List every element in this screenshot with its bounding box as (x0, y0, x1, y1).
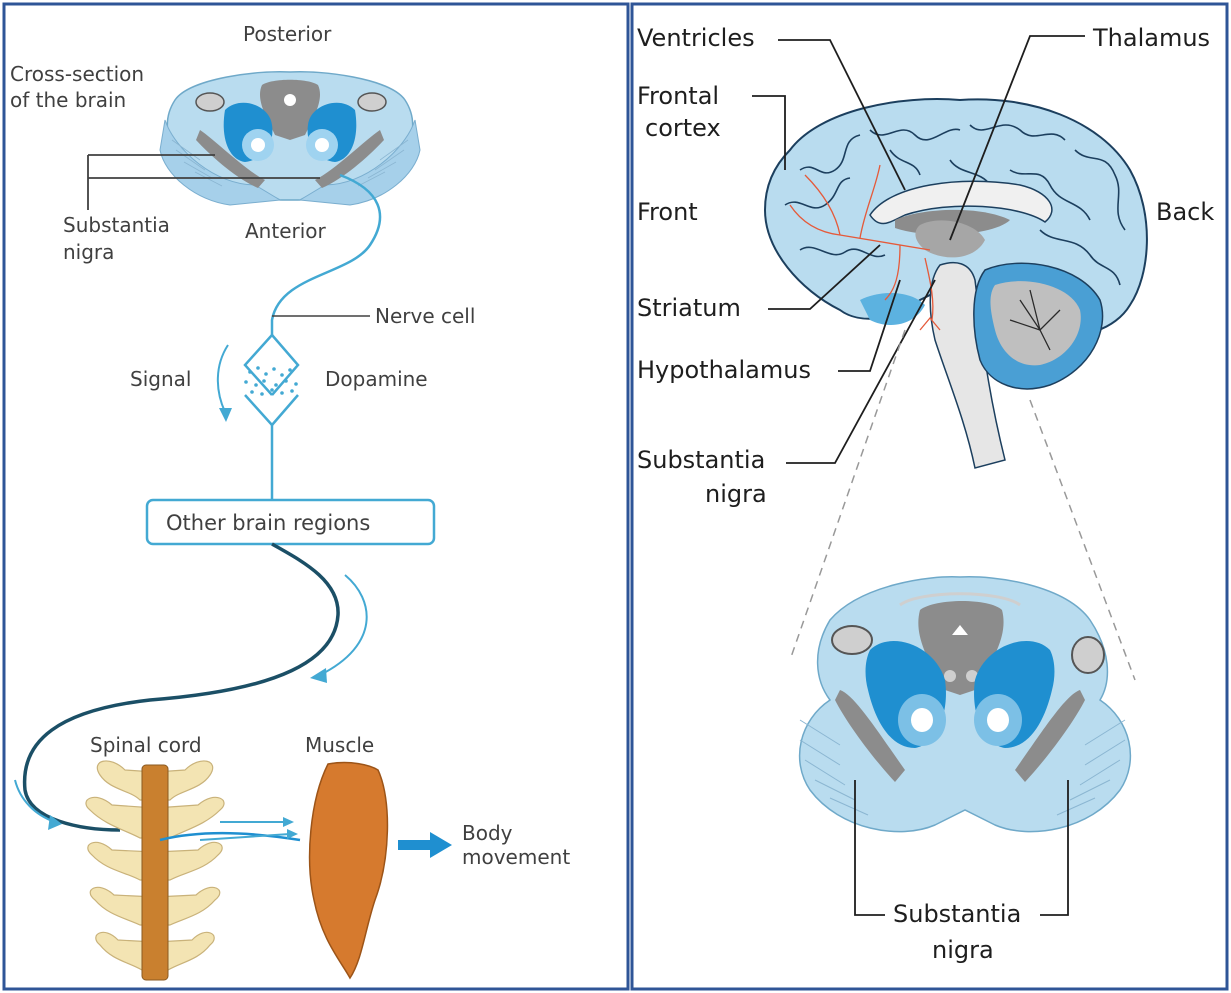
label-striatum: Striatum (637, 294, 741, 322)
label-cortex: cortex (645, 114, 721, 142)
dopamine-dots (244, 366, 298, 396)
label-of-the-brain: of the brain (10, 88, 126, 112)
label-frontal: Frontal (637, 82, 719, 110)
label-other-regions: Other brain regions (166, 511, 370, 535)
cross-section-large (800, 577, 1131, 832)
label-spinal-cord: Spinal cord (90, 733, 202, 757)
curved-arrow-left (15, 780, 62, 830)
spinal-cord (86, 761, 224, 980)
right-panel: Ventricles Thalamus Frontal cortex Front… (637, 24, 1214, 964)
label-nigra-bottom: nigra (932, 936, 994, 964)
label-dopamine: Dopamine (325, 367, 428, 391)
label-muscle: Muscle (305, 733, 374, 757)
body-movement-arrow (398, 832, 452, 858)
label-signal: Signal (130, 367, 191, 391)
label-body: Body (462, 821, 513, 845)
label-nerve-cell: Nerve cell (375, 304, 475, 328)
label-substantia-left: Substantia (63, 213, 170, 237)
curved-arrow-right (310, 575, 367, 683)
label-substantia-bottom: Substantia (893, 900, 1021, 928)
label-substantia-right: Substantia (637, 446, 765, 474)
label-anterior: Anterior (245, 219, 327, 243)
label-back: Back (1156, 198, 1214, 226)
label-thalamus: Thalamus (1092, 24, 1210, 52)
label-front: Front (637, 198, 698, 226)
cross-section-small (160, 72, 420, 205)
signal-arrow (218, 345, 232, 422)
left-panel: Posterior Cross-section of the brain Sub… (10, 22, 570, 980)
label-nigra-right: nigra (705, 480, 767, 508)
label-movement: movement (462, 845, 570, 869)
label-nigra-left: nigra (63, 240, 114, 264)
brain-sagittal (765, 99, 1147, 468)
label-ventricles: Ventricles (637, 24, 755, 52)
muscle-shape (310, 763, 388, 978)
label-hypothalamus: Hypothalamus (637, 356, 811, 384)
label-cross-section: Cross-section (10, 62, 144, 86)
label-posterior: Posterior (243, 22, 332, 46)
